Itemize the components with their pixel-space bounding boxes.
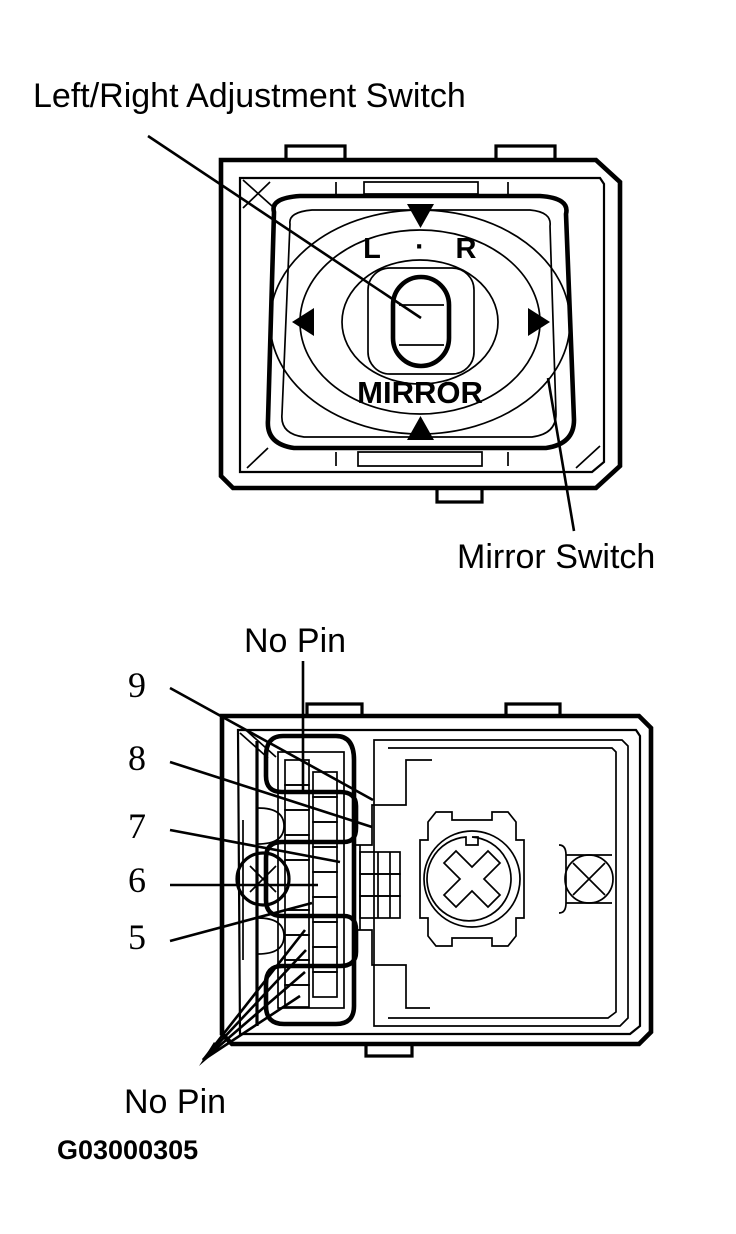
leader-line-no-pin-b3 [202, 971, 306, 1061]
connector-right-panel-inner [388, 747, 617, 1019]
terminal-channel-lower [356, 929, 430, 1009]
switch-tab-top-left [284, 144, 347, 160]
switch-face-raised [265, 193, 577, 451]
connector-tab-top-right [504, 702, 562, 716]
mirror-switch-label: Mirror Switch [457, 538, 655, 576]
rail-cutout-upper [257, 807, 285, 845]
leader-line-pin-8 [169, 760, 373, 829]
right-triangle-icon[interactable] [528, 308, 550, 336]
leader-line-pin-5 [169, 901, 313, 943]
leader-line-no-pin-b4 [202, 994, 301, 1062]
chamfer-bottom-right [575, 445, 601, 469]
leader-line-no-pin-b2 [202, 949, 307, 1061]
pin-block-outer [277, 751, 345, 1009]
leader-arrow-no-pin-bottom [199, 1042, 220, 1066]
switch-rail-top [363, 181, 479, 195]
connector-chamfer-tl [239, 732, 269, 759]
connector-tab-top-left [305, 702, 364, 716]
terminal-channel-upper [356, 759, 432, 846]
leader-line-pin-7 [169, 828, 341, 864]
connector-inner-wall [236, 728, 642, 1036]
screw-left [235, 851, 291, 907]
rail-cutout-lower [257, 917, 285, 955]
left-right-adjustment-switch-label: Left/Right Adjustment Switch [33, 77, 466, 115]
down-triangle-icon[interactable] [407, 416, 434, 440]
phillips-cross-large [442, 849, 502, 909]
rocker-knob [390, 274, 452, 369]
screw-large-central [419, 811, 525, 947]
face-label-right: R [456, 233, 477, 265]
left-triangle-icon[interactable] [292, 308, 314, 336]
leader-line-mirror-switch [546, 377, 576, 532]
face-label-left: L [363, 233, 381, 265]
terminal-cell-c [359, 895, 401, 919]
pin-number-7: 7 [128, 806, 146, 846]
no-pin-bottom-label: No Pin [124, 1083, 226, 1121]
screw-small-right [558, 844, 614, 914]
pin-number-callouts: 9 8 7 6 5 [128, 665, 374, 957]
terminal-cell-b [359, 873, 401, 897]
pin-cells-right-column [312, 771, 338, 998]
switch-face-contour-4 [341, 259, 499, 385]
switch-tab-bottom [435, 488, 484, 504]
face-label-mirror: MIRROR [357, 375, 483, 410]
switch-inner-frame [238, 176, 606, 474]
no-pin-top-label: No Pin [244, 622, 346, 660]
leader-line-pin-9 [169, 686, 374, 802]
screw-small-recess [558, 844, 567, 914]
screw-large-boss [419, 811, 525, 947]
mirror-switch-assembly: L · R MIRROR [218, 144, 623, 504]
switch-rail-bottom [357, 451, 483, 467]
terminal-cell-divs [377, 852, 391, 918]
phillips-cross-small [572, 862, 606, 896]
screw-large-head [426, 836, 512, 922]
pin-number-6: 6 [128, 860, 146, 900]
no-pin-bottom-callout: No Pin [124, 929, 307, 1121]
figure-id-label: G03000305 [57, 1135, 198, 1165]
switch-face-contour-1 [281, 209, 557, 438]
connector-back-assembly [219, 702, 654, 1058]
connector-tab-bottom [364, 1044, 414, 1058]
connector-outer-housing [219, 713, 654, 1047]
chamfer-top-left-2 [242, 181, 271, 209]
leader-line-no-pin-b1 [201, 929, 307, 1061]
pin-number-8: 8 [128, 738, 146, 778]
up-triangle-icon[interactable] [407, 204, 434, 228]
switch-tab-top-right [494, 144, 557, 160]
chamfer-bottom-left [246, 447, 269, 469]
pin-number-9: 9 [128, 665, 146, 705]
switch-outer-bezel [218, 157, 623, 491]
rocker-grip-lines [399, 304, 444, 346]
terminal-cell-a [359, 851, 401, 875]
pin-number-5: 5 [128, 917, 146, 957]
connector-right-panel [373, 739, 629, 1027]
screw-large-outer-ring [423, 830, 521, 928]
screw-small-shelf [566, 854, 612, 904]
connector-chamfer-tl-2 [246, 730, 277, 758]
rocker-recess [367, 267, 475, 375]
leader-line-adjustment-switch [147, 134, 422, 320]
face-label-separator: · [415, 231, 425, 263]
pin-block-retainer [263, 733, 359, 1027]
